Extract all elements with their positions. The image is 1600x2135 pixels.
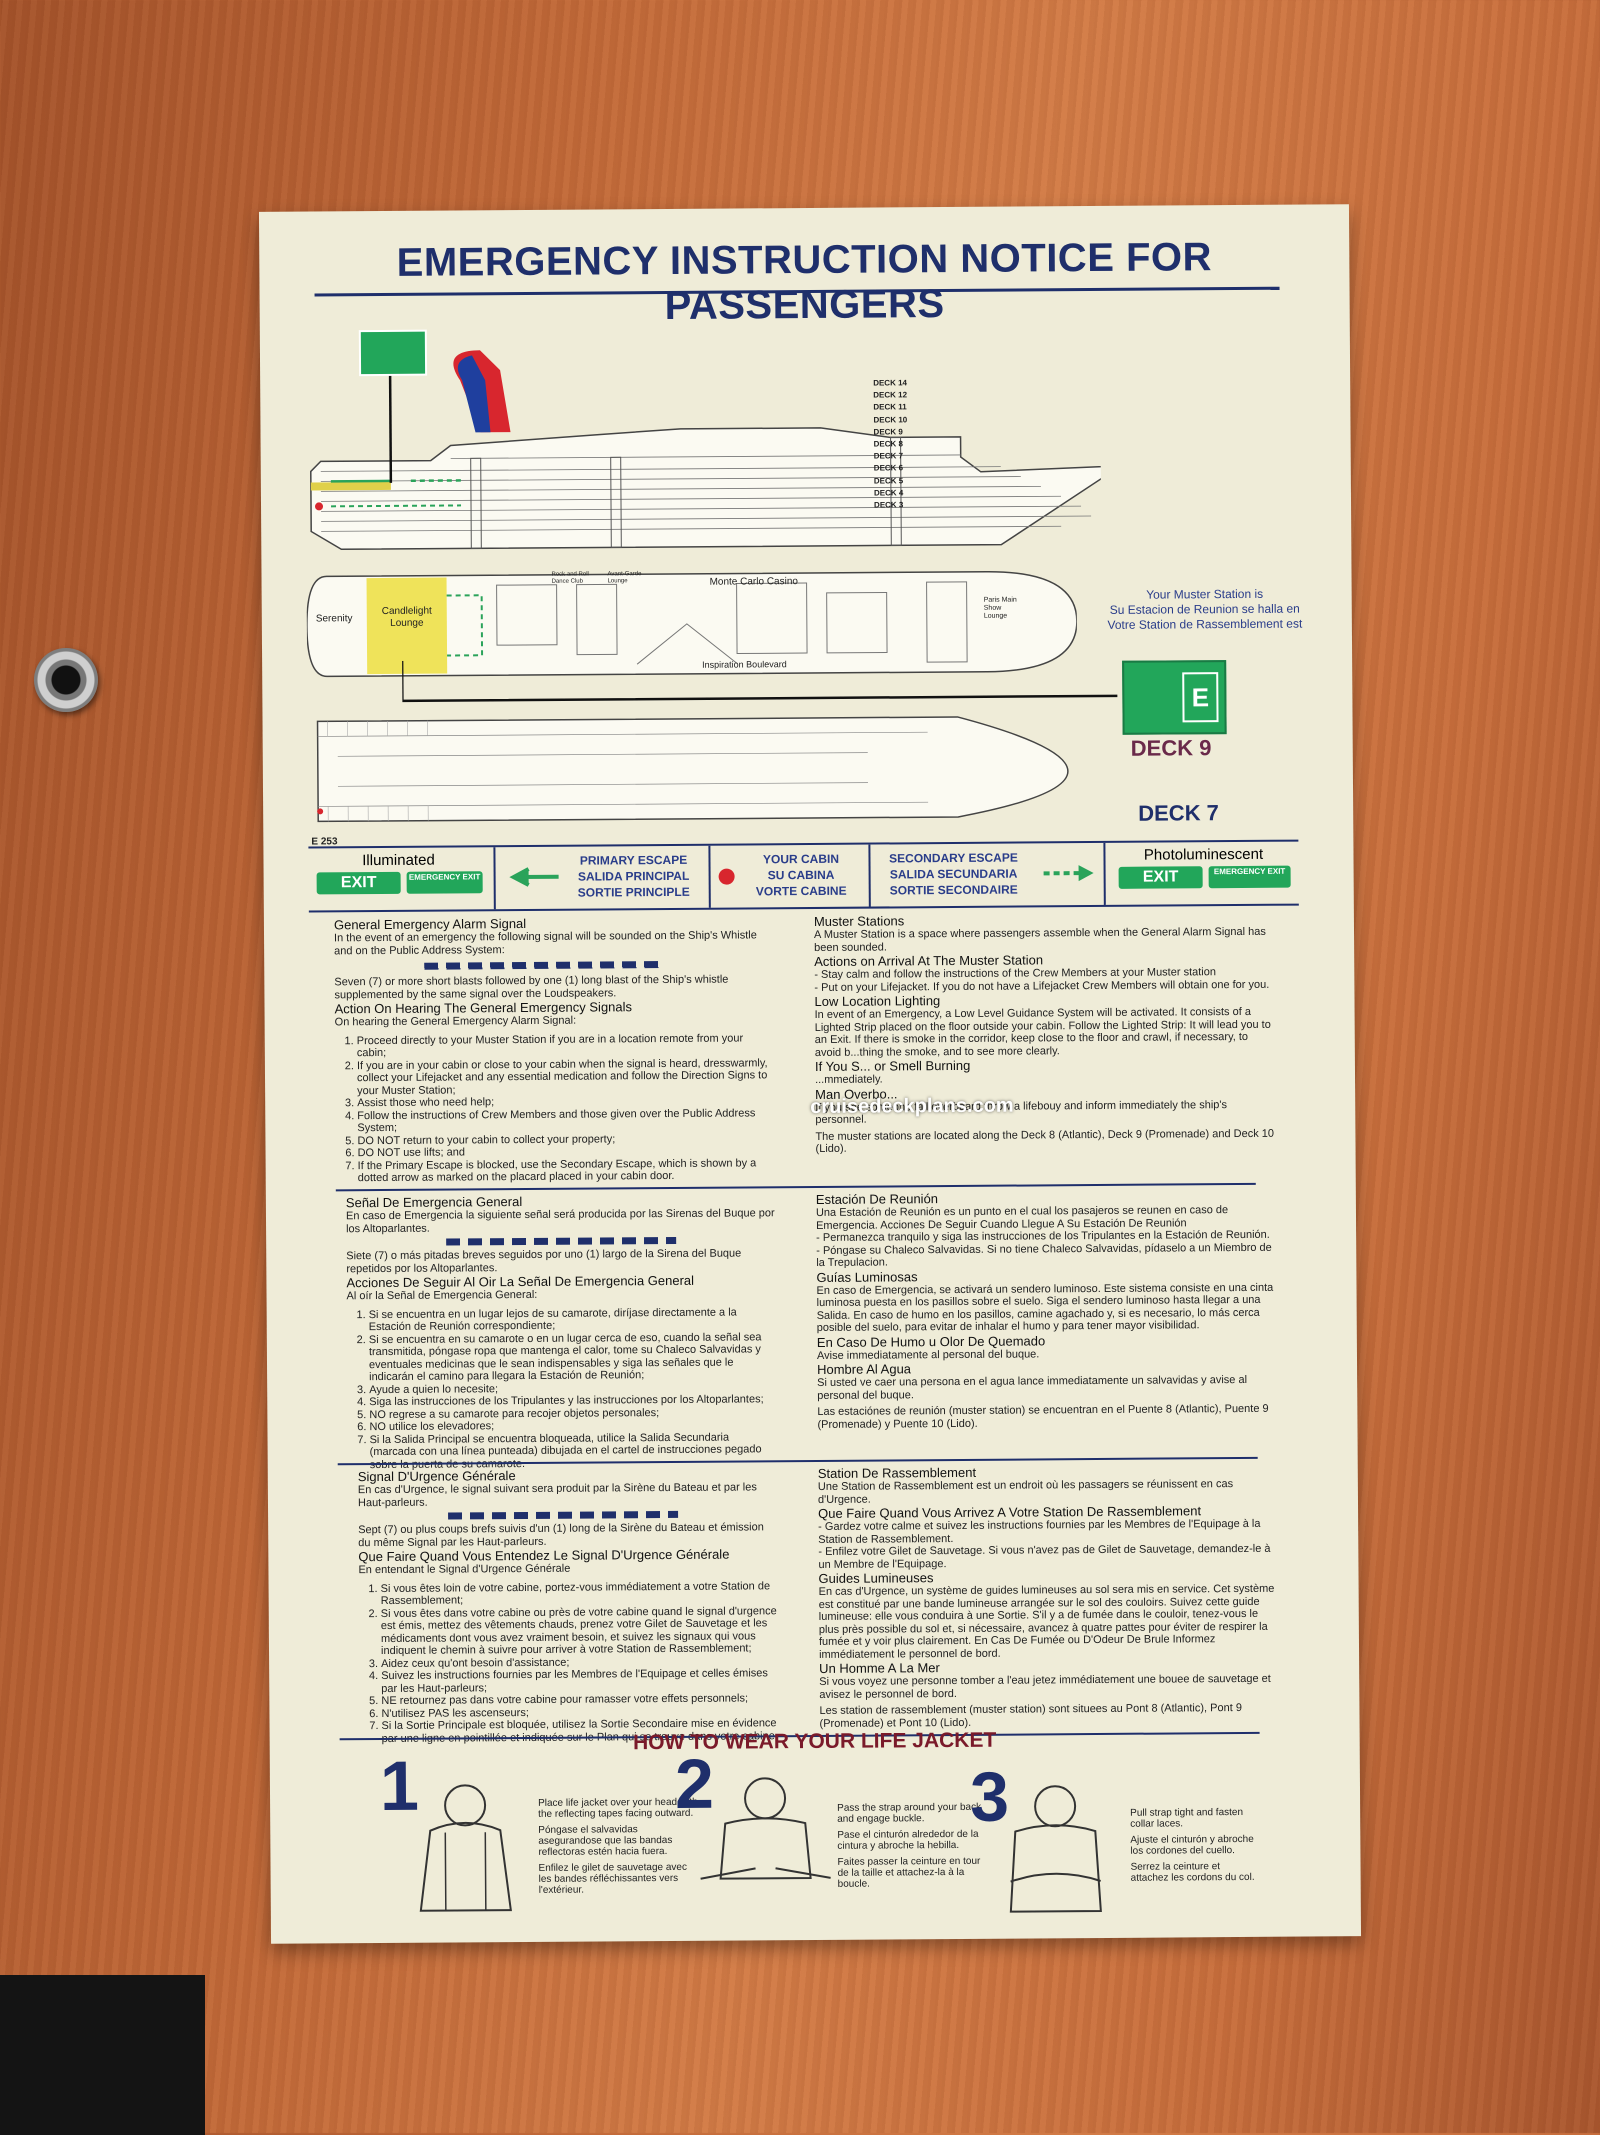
alarm-signal-pattern bbox=[424, 961, 664, 970]
label-paris: Paris Main Show Lounge bbox=[984, 596, 1024, 620]
life-jacket-step-2-icon bbox=[695, 1768, 836, 1919]
watermark: cruisedeckplans.com bbox=[810, 1095, 1014, 1119]
muster-connector bbox=[402, 656, 1122, 721]
secondary-arrow-icon bbox=[1039, 863, 1099, 883]
spanish-left-column: Señal De Emergencia General En caso de E… bbox=[346, 1192, 778, 1471]
exit-sign-photo: EXIT bbox=[1119, 866, 1203, 889]
deck-7-plan bbox=[307, 706, 1078, 831]
emergency-exit-sign-photo: EMERGENCY EXIT bbox=[1209, 866, 1291, 889]
legend-illuminated: Illuminated bbox=[308, 851, 488, 869]
label-avant-garde: Avant-Garde Lounge bbox=[607, 571, 652, 585]
label-rock-roll: Rock and Roll Dance Club bbox=[551, 571, 606, 585]
floor-shadow bbox=[0, 1975, 205, 2135]
label-candlelight: Candlelight Lounge bbox=[372, 606, 442, 630]
life-jacket-step-1-icon bbox=[400, 1770, 531, 1921]
deck-7-label: DECK 7 bbox=[1138, 800, 1219, 827]
primary-arrow-icon bbox=[504, 867, 564, 887]
muster-station-sign-icon: E bbox=[1122, 660, 1227, 735]
door-peephole bbox=[34, 648, 98, 712]
label-casino: Monte Carlo Casino bbox=[710, 576, 798, 589]
french-left-column: Signal D'Urgence Générale En cas d'Urgen… bbox=[358, 1466, 780, 1745]
french-right-column: Station De Rassemblement Une Station de … bbox=[818, 1463, 1280, 1730]
deck-9-label: DECK 9 bbox=[1131, 735, 1212, 762]
legend-bar: Illuminated EXIT EMERGENCY EXIT PRIMARY … bbox=[308, 840, 1298, 913]
spanish-right-column: Estación De Reunión Una Estación de Reun… bbox=[816, 1189, 1278, 1431]
label-serenity: Serenity bbox=[316, 613, 353, 626]
ship-side-profile bbox=[300, 306, 1102, 552]
emergency-exit-sign: EMERGENCY EXIT bbox=[407, 871, 483, 894]
life-jacket-step-2-text: Pass the strap around your back and enga… bbox=[837, 1802, 988, 1890]
exit-sign: EXIT bbox=[317, 872, 401, 895]
assembly-sign-icon bbox=[360, 331, 426, 375]
muster-letter: E bbox=[1182, 672, 1218, 722]
life-jacket-step-3-icon bbox=[990, 1771, 1121, 1922]
english-right-column: Muster Stations A Muster Station is a sp… bbox=[814, 911, 1276, 1156]
legend-photoluminescent: Photoluminescent bbox=[1108, 846, 1298, 864]
english-left-column: General Emergency Alarm Signal In the ev… bbox=[334, 914, 776, 1185]
emergency-notice-placard: EMERGENCY INSTRUCTION NOTICE FOR PASSENG… bbox=[259, 204, 1361, 1944]
life-jacket-step-3-text: Pull strap tight and fasten collar laces… bbox=[1130, 1807, 1261, 1884]
your-cabin-dot-icon bbox=[719, 869, 735, 885]
